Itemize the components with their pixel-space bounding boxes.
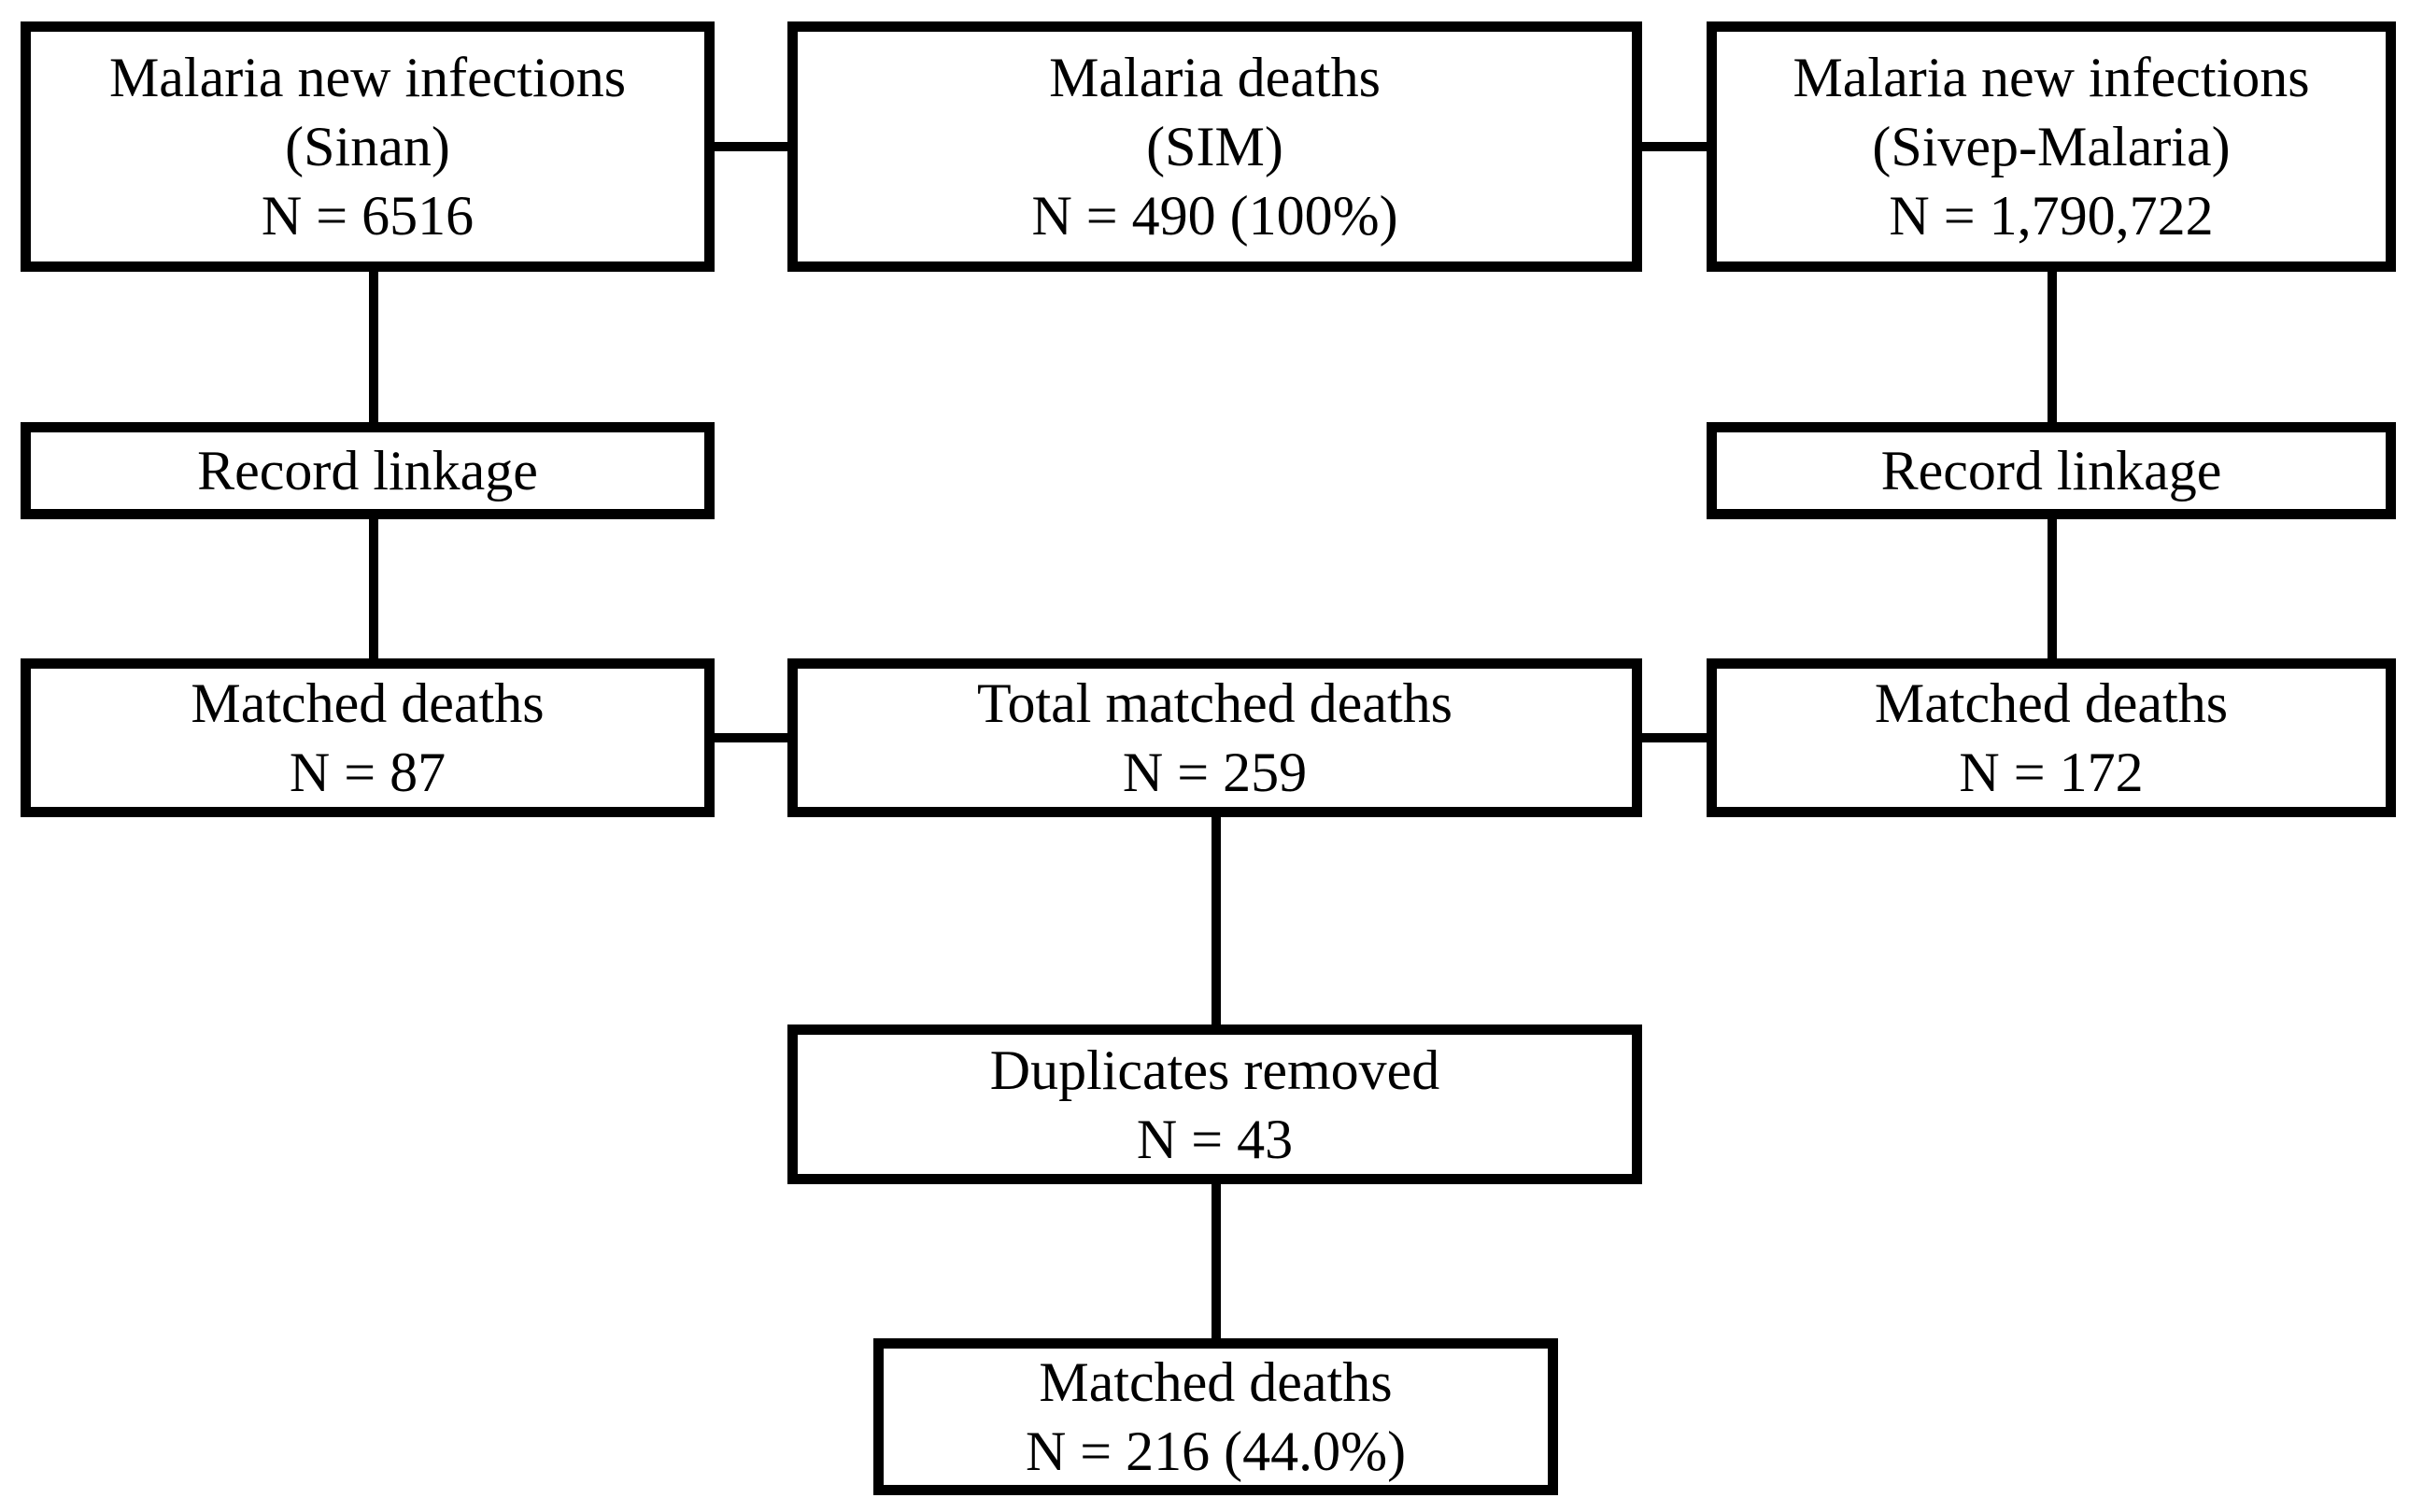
node-sinan-source: Malaria new infections (Sinan) N = 6516	[21, 21, 715, 272]
node-final-matched-deaths-label: Matched deaths	[1039, 1351, 1393, 1413]
node-sinan-count: N = 6516	[261, 185, 475, 247]
node-record-linkage-right: Record linkage	[1707, 422, 2396, 519]
node-sinan-label: Malaria new infections	[108, 47, 627, 108]
node-sinan-system: (Sinan)	[285, 116, 450, 177]
node-sim-system: (SIM)	[1146, 116, 1283, 177]
node-final-matched-deaths-count: N = 216 (44.0%)	[1025, 1420, 1407, 1482]
node-matched-deaths-left-label: Matched deaths	[191, 672, 545, 734]
node-total-matched-deaths-count: N = 259	[1122, 742, 1308, 803]
node-sim-count: N = 490 (100%)	[1031, 185, 1398, 247]
node-sim-source: Malaria deaths (SIM) N = 490 (100%)	[787, 21, 1642, 272]
connector-matched-left-total	[715, 733, 787, 742]
node-final-matched-deaths: Matched deaths N = 216 (44.0%)	[873, 1338, 1558, 1495]
node-record-linkage-right-label: Record linkage	[1880, 440, 2222, 502]
node-record-linkage-left: Record linkage	[21, 422, 715, 519]
node-sivep-count: N = 1,790,722	[1889, 185, 2214, 247]
node-sivep-source: Malaria new infections (Sivep-Malaria) N…	[1707, 21, 2396, 272]
node-matched-deaths-left: Matched deaths N = 87	[21, 658, 715, 817]
connector-duplicates-final	[1212, 1179, 1221, 1343]
node-matched-deaths-right-count: N = 172	[1959, 742, 2144, 803]
node-duplicates-removed-count: N = 43	[1136, 1108, 1294, 1170]
node-duplicates-removed: Duplicates removed N = 43	[787, 1024, 1642, 1184]
connector-total-duplicates	[1212, 812, 1221, 1029]
node-sivep-system: (Sivep-Malaria)	[1872, 116, 2231, 177]
node-sivep-label: Malaria new infections	[1793, 47, 2310, 108]
connector-sinan-sim	[715, 142, 787, 151]
node-matched-deaths-right: Matched deaths N = 172	[1707, 658, 2396, 817]
node-matched-deaths-left-count: N = 87	[289, 742, 446, 803]
connector-recordlinkage-left-matched-left	[369, 514, 378, 663]
connector-sivep-recordlinkage-right	[2048, 266, 2057, 427]
node-duplicates-removed-label: Duplicates removed	[989, 1039, 1440, 1101]
node-matched-deaths-right-label: Matched deaths	[1874, 672, 2229, 734]
connector-recordlinkage-right-matched-right	[2048, 514, 2057, 663]
node-total-matched-deaths: Total matched deaths N = 259	[787, 658, 1642, 817]
connector-sim-sivep	[1642, 142, 1707, 151]
node-sim-label: Malaria deaths	[1049, 47, 1381, 108]
node-record-linkage-left-label: Record linkage	[197, 440, 538, 502]
node-total-matched-deaths-label: Total matched deaths	[977, 672, 1452, 734]
connector-total-matched-right	[1642, 733, 1707, 742]
connector-sinan-recordlinkage-left	[369, 266, 378, 427]
